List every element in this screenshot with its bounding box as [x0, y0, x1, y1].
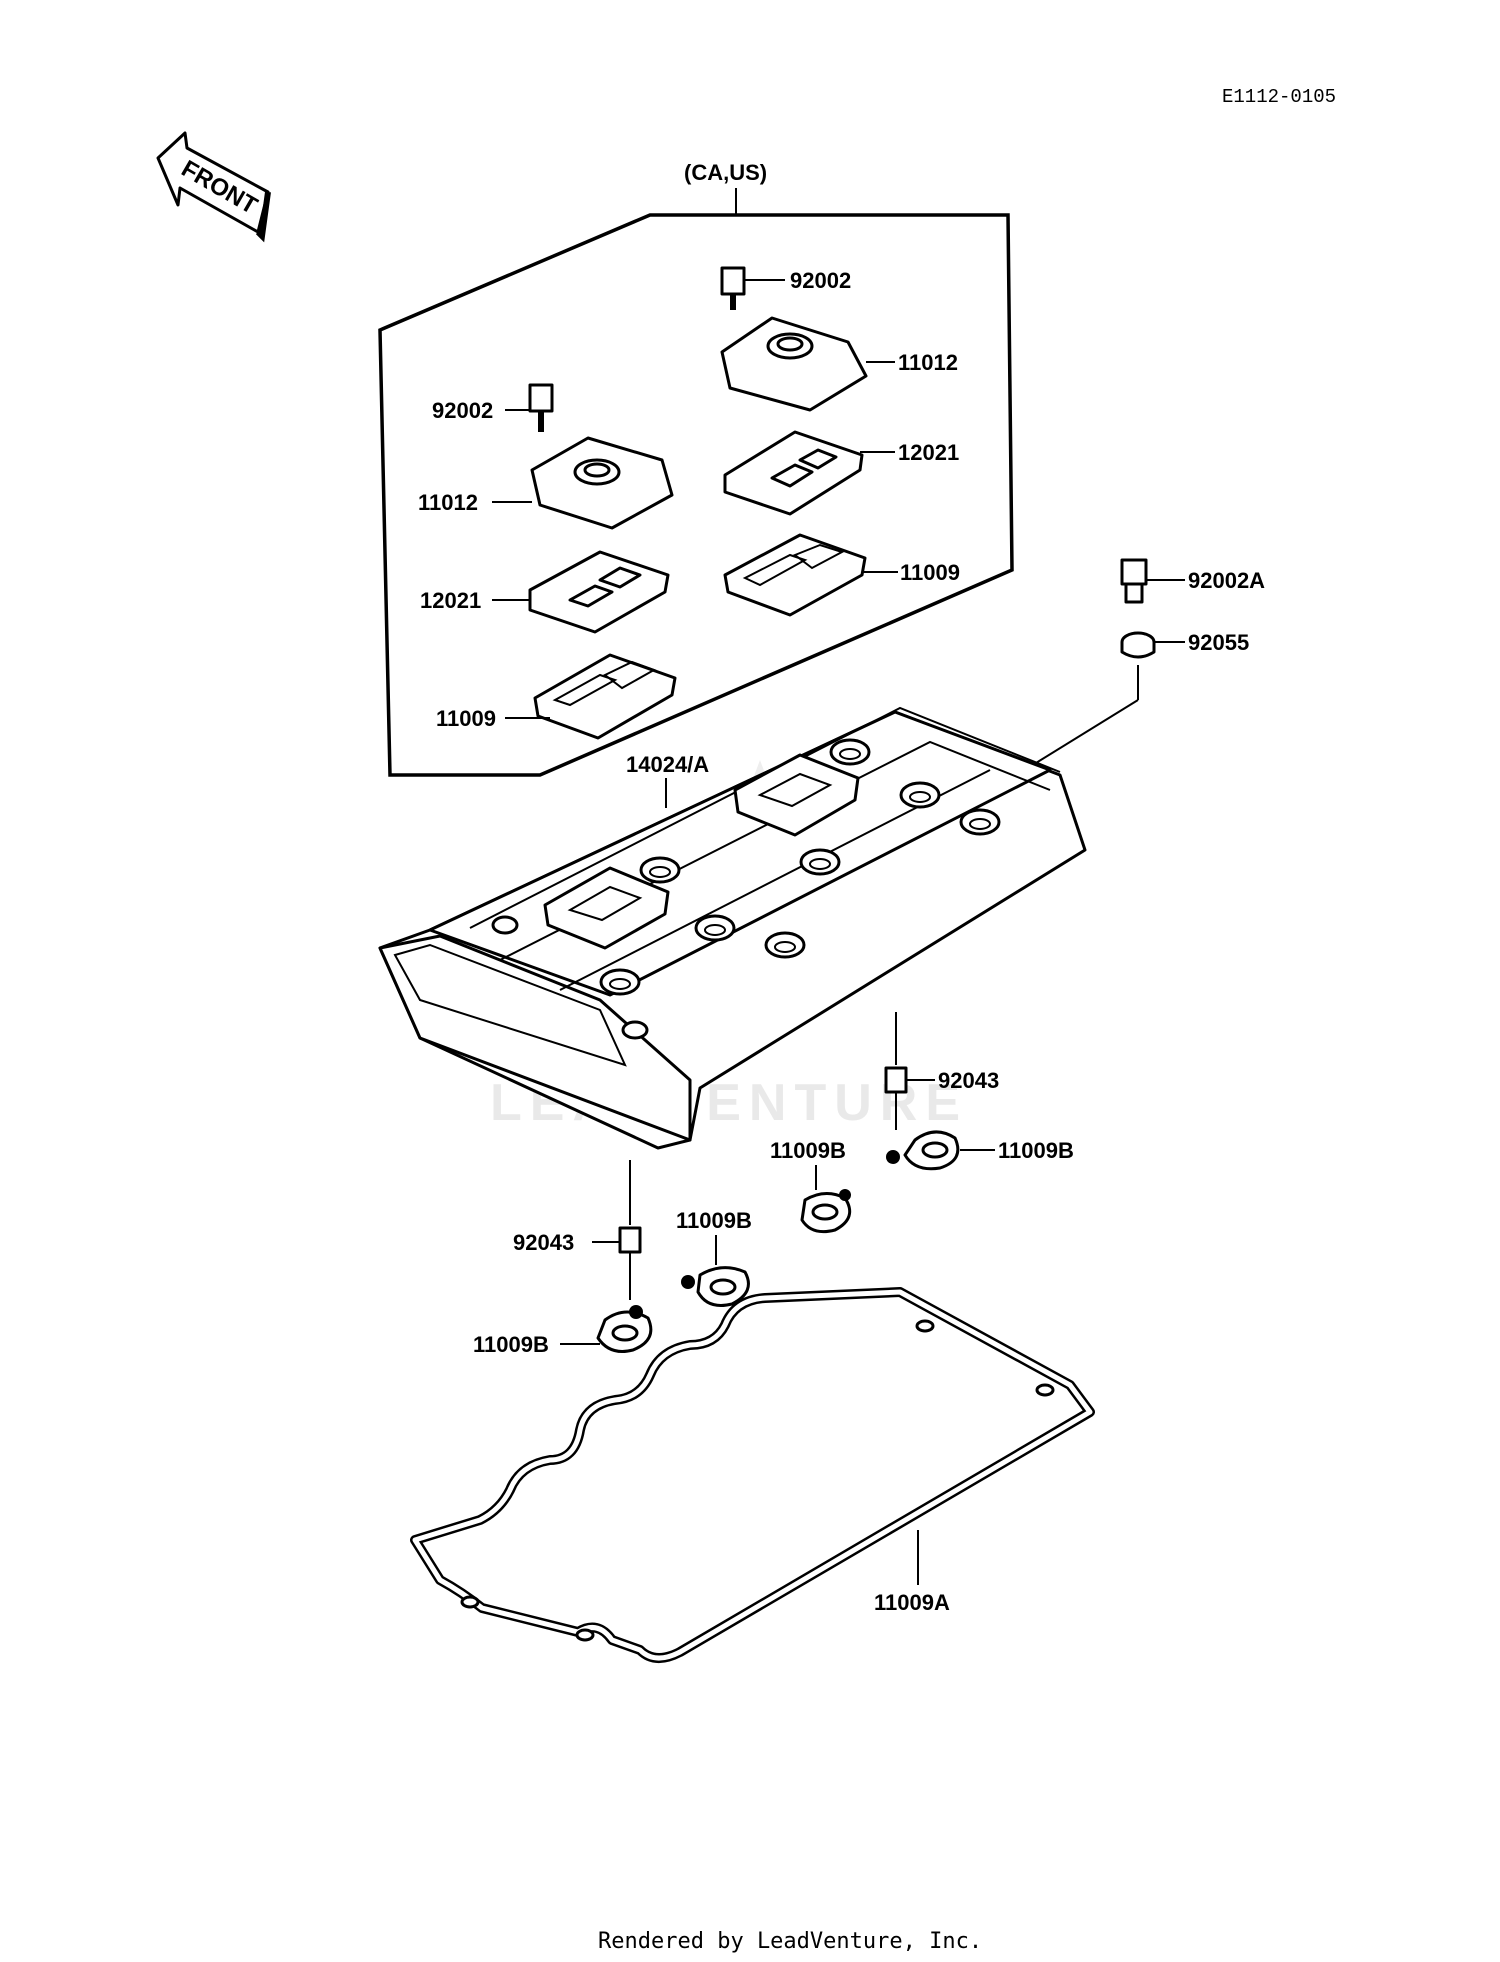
main-gasket: 11009A — [410, 1287, 1095, 1663]
front-arrow-icon: FRONT — [156, 131, 271, 243]
callout-11009-left: 11009 — [436, 706, 496, 731]
callout-92002a: 92002A — [1188, 568, 1265, 593]
dowel-left: 92043 — [513, 1160, 642, 1300]
ca-us-group: (CA,US) — [378, 160, 1014, 777]
bolt-92002a: 92002A — [1120, 558, 1265, 604]
seal-mid: 11009B — [676, 1208, 752, 1307]
callout-92055: 92055 — [1188, 630, 1249, 655]
callout-11009b-left: 11009B — [473, 1332, 549, 1357]
callout-92043-left: 92043 — [513, 1230, 574, 1255]
callout-11012-left: 11012 — [418, 490, 478, 515]
dowel-right: 92043 — [884, 1012, 999, 1130]
callout-11009-right: 11009 — [900, 560, 960, 585]
callout-11009b-right: 11009B — [998, 1138, 1074, 1163]
callout-92002-left: 92002 — [432, 398, 493, 423]
seal-left: 11009B — [473, 1305, 653, 1357]
seal-mid-right: 11009B — [770, 1138, 852, 1234]
callout-11009a: 11009A — [874, 1590, 950, 1615]
callout-11012-right: 11012 — [898, 350, 958, 375]
callout-92002-right: 92002 — [790, 268, 851, 293]
breather-left: 92002 11012 12021 11009 — [418, 383, 677, 740]
footer-credit: Rendered by LeadVenture, Inc. — [598, 1929, 982, 1954]
callout-92043-right: 92043 — [938, 1068, 999, 1093]
callout-12021-left: 12021 — [420, 588, 481, 613]
diagram-code: E1112-0105 — [1222, 86, 1336, 108]
callout-14024a: 14024/A — [626, 752, 709, 777]
callout-11009b-mid: 11009B — [676, 1208, 752, 1233]
group-label: (CA,US) — [684, 160, 767, 185]
callout-12021-right: 12021 — [898, 440, 959, 465]
callout-11009b-mid-right: 11009B — [770, 1138, 846, 1163]
seal-right: 11009B — [886, 1130, 1074, 1171]
cylinder-head-cover: 14024/A — [378, 706, 1087, 1150]
breather-right: 92002 11012 12021 11009 — [720, 266, 960, 617]
